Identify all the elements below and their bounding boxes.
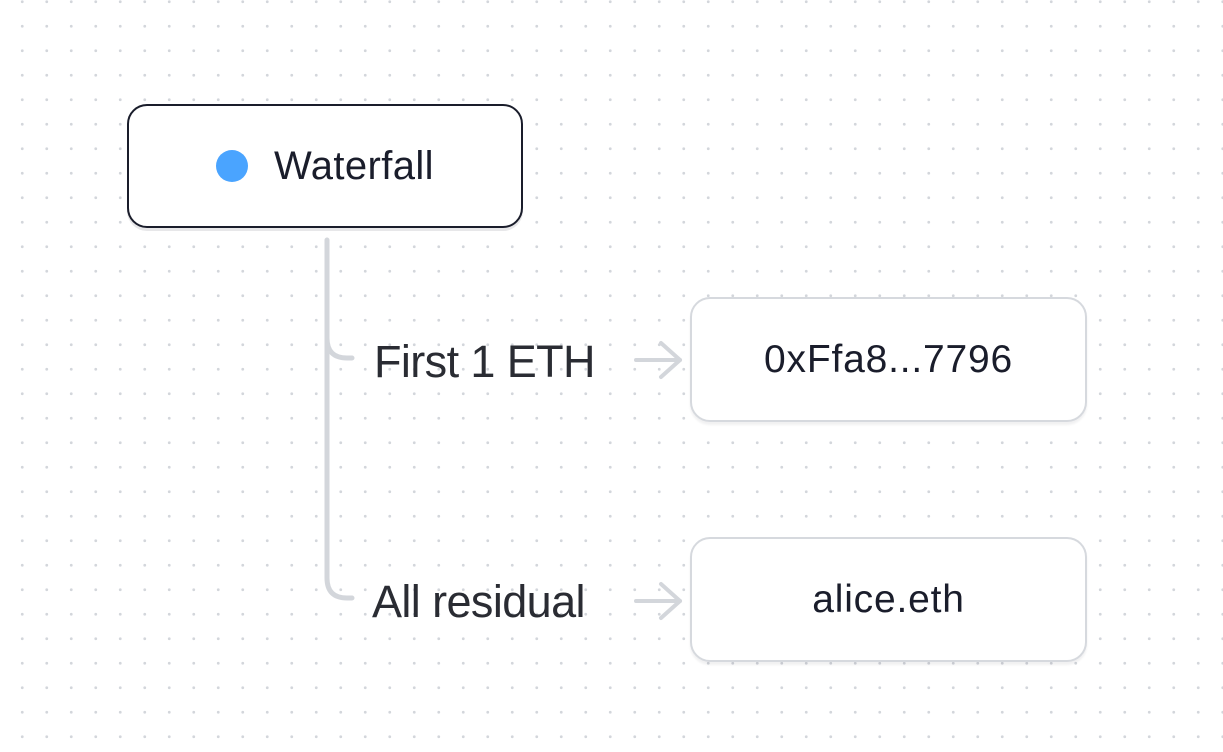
tranche-condition-residual: All residual [372,576,586,627]
recipient-node-residual[interactable]: alice.eth [690,537,1087,662]
recipient-address: 0xFfa8...7796 [764,337,1013,381]
recipient-node-first[interactable]: 0xFfa8...7796 [690,297,1087,422]
tranche-condition-first: First 1 ETH [374,336,596,387]
recipient-ens-name: alice.eth [812,577,965,621]
arrow-right-icon [634,582,682,620]
arrow-right-icon [634,341,682,379]
waterfall-node-label: Waterfall [274,143,434,188]
tree-connector [324,237,355,601]
waterfall-node[interactable]: Waterfall [127,104,523,228]
status-dot-icon [216,150,249,182]
